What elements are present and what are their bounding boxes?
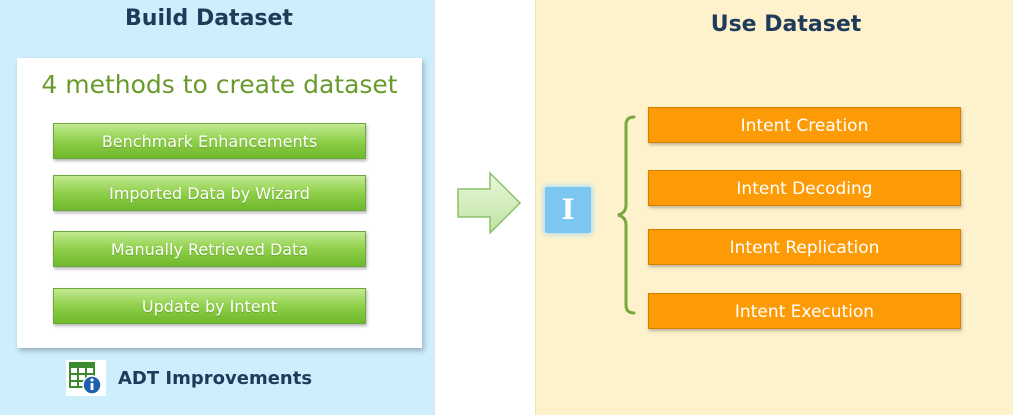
right-arrow-icon xyxy=(456,171,522,235)
intent-icon-letter: I xyxy=(561,193,575,226)
build-dataset-title: Build Dataset xyxy=(125,6,293,31)
method-manually-retrieved-data[interactable]: Manually Retrieved Data xyxy=(53,231,366,267)
intent-i-icon: I xyxy=(545,187,591,233)
adt-improvements-row: ADT Improvements xyxy=(66,360,312,396)
method-update-by-intent[interactable]: Update by Intent xyxy=(53,288,366,324)
methods-title: 4 methods to create dataset xyxy=(41,70,398,99)
intent-execution-button[interactable]: Intent Execution xyxy=(648,293,961,329)
method-imported-data-by-wizard[interactable]: Imported Data by Wizard xyxy=(53,175,366,211)
intent-replication-button[interactable]: Intent Replication xyxy=(648,229,961,265)
use-dataset-title: Use Dataset xyxy=(710,12,862,37)
table-info-icon xyxy=(66,360,106,396)
use-dataset-panel: Use Dataset xyxy=(535,0,1013,415)
method-benchmark-enhancements[interactable]: Benchmark Enhancements xyxy=(53,123,366,159)
curly-bracket-icon xyxy=(612,115,642,315)
build-dataset-panel: Build Dataset 4 methods to create datase… xyxy=(0,0,435,415)
methods-box: 4 methods to create dataset Benchmark En… xyxy=(17,58,422,348)
intent-creation-button[interactable]: Intent Creation xyxy=(648,107,961,143)
intent-decoding-button[interactable]: Intent Decoding xyxy=(648,170,961,206)
adt-improvements-label: ADT Improvements xyxy=(118,367,313,389)
